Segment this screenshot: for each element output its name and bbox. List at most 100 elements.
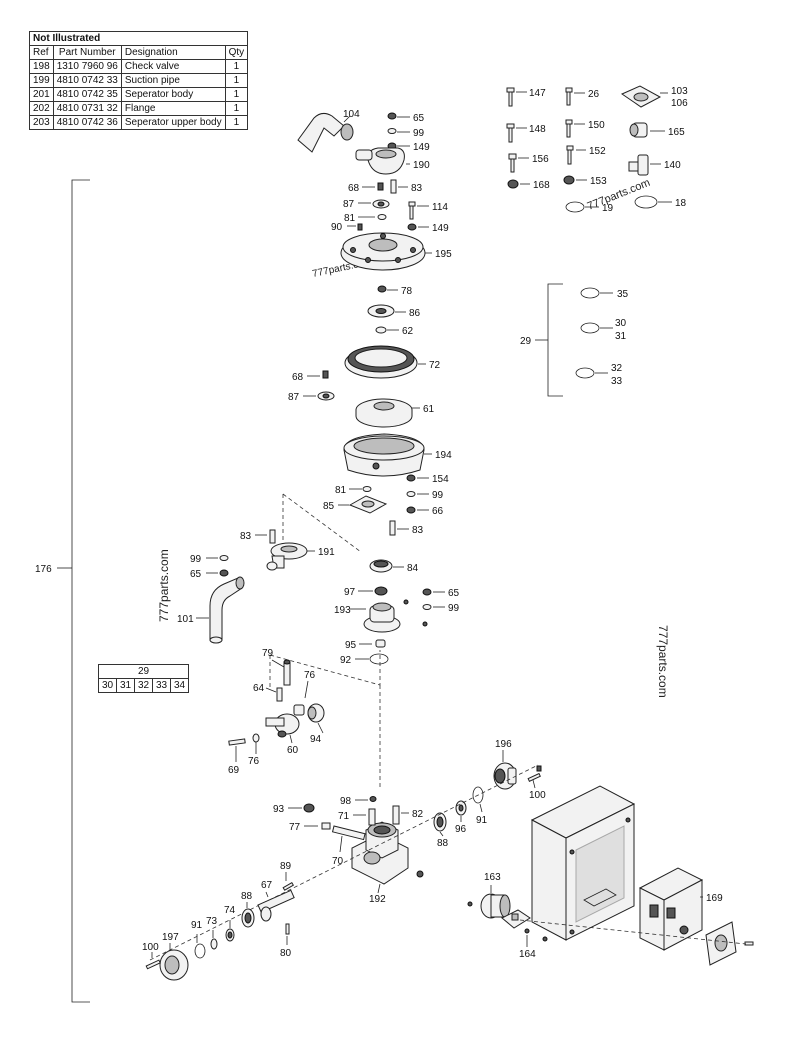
bolt-114 xyxy=(408,201,416,220)
nut-154 xyxy=(406,474,416,482)
cell-part-number: 4810 0742 35 xyxy=(52,87,122,102)
washer-99 xyxy=(387,128,397,134)
cell-part-number: 4810 0742 36 xyxy=(52,115,122,130)
cell-part-number: 1310 7960 96 xyxy=(52,59,122,74)
cell-ref: 202 xyxy=(29,101,54,116)
cell-ref: 198 xyxy=(29,59,54,74)
label-77: 77 xyxy=(289,822,301,833)
separator-housing-194 xyxy=(343,433,425,477)
valve-plate-86 xyxy=(367,304,395,318)
bolt-148 xyxy=(506,123,515,143)
label-91b: 91 xyxy=(191,920,203,931)
key-89 xyxy=(282,881,295,891)
label-83a: 83 xyxy=(411,183,423,194)
label-60: 60 xyxy=(287,745,299,756)
label-62: 62 xyxy=(402,326,414,337)
label-68a: 68 xyxy=(348,183,360,194)
label-90: 90 xyxy=(331,222,343,233)
label-92: 92 xyxy=(340,655,352,666)
nut-168 xyxy=(507,179,519,189)
label-74: 74 xyxy=(224,905,236,916)
label-88b: 88 xyxy=(241,891,253,902)
bushing-94 xyxy=(307,703,325,723)
label-99b: 99 xyxy=(432,490,444,501)
ref-29-cell: 30 xyxy=(98,678,117,693)
label-99c: 99 xyxy=(190,554,202,565)
valve-84 xyxy=(369,559,393,573)
label-95: 95 xyxy=(345,640,357,651)
o-ring-18 xyxy=(634,195,658,209)
cell-ref: 199 xyxy=(29,73,54,88)
cell-part-number: 4810 0731 32 xyxy=(52,101,122,116)
ref-29-header: 29 xyxy=(98,664,189,679)
label-104: 104 xyxy=(343,109,360,120)
suction-pipe-101 xyxy=(209,576,245,644)
diaphragm-87 xyxy=(372,199,390,209)
label-193: 193 xyxy=(334,605,351,616)
label-81a: 81 xyxy=(344,213,356,224)
label-67: 67 xyxy=(261,880,273,891)
label-114: 114 xyxy=(432,202,448,213)
end-cover-197 xyxy=(159,949,189,981)
col-designation: Designation xyxy=(120,45,226,60)
label-72: 72 xyxy=(429,360,441,371)
diaphragm-87b xyxy=(317,391,335,401)
valve-assembly-60 xyxy=(265,704,305,738)
cell-designation: Suction pipe xyxy=(120,73,226,88)
label-169: 169 xyxy=(706,893,723,904)
bolt-156 xyxy=(508,153,517,173)
label-99a: 99 xyxy=(413,128,425,139)
inlet-body-191 xyxy=(266,542,308,571)
col-part-number: Part Number xyxy=(52,45,122,60)
watermark: 777parts.com xyxy=(157,549,171,622)
flange-85 xyxy=(348,495,388,514)
label-69: 69 xyxy=(228,765,240,776)
ref-29-cell: 33 xyxy=(152,678,171,693)
label-80: 80 xyxy=(280,948,292,959)
o-ring-35 xyxy=(580,287,600,299)
cell-ref: 203 xyxy=(29,115,54,130)
nut-78 xyxy=(377,285,387,293)
label-18: 18 xyxy=(675,198,687,209)
label-73: 73 xyxy=(206,916,218,927)
label-190: 190 xyxy=(413,160,430,171)
seal-88 xyxy=(433,812,447,832)
col-ref: Ref xyxy=(29,45,54,60)
label-29: 29 xyxy=(520,336,532,347)
label-147: 147 xyxy=(529,88,546,99)
label-96: 96 xyxy=(455,824,467,835)
cell-qty: 1 xyxy=(224,115,249,130)
label-68b: 68 xyxy=(292,372,304,383)
label-154: 154 xyxy=(432,474,449,485)
label-97: 97 xyxy=(344,587,356,598)
label-196: 196 xyxy=(495,739,512,750)
screw-100b xyxy=(145,959,161,970)
label-83b: 83 xyxy=(412,525,424,536)
table-row: 199 4810 0742 33 Suction pipe 1 xyxy=(29,73,249,88)
cell-qty: 1 xyxy=(224,59,249,74)
o-ring-19 xyxy=(565,201,585,213)
label-195: 195 xyxy=(435,249,452,260)
ref-29-cell: 34 xyxy=(170,678,189,693)
label-35: 35 xyxy=(617,289,629,300)
table-row: 202 4810 0731 32 Flange 1 xyxy=(29,101,249,116)
table-header-row: Ref Part Number Designation Qty xyxy=(29,45,249,60)
end-cover-196 xyxy=(493,762,517,790)
label-85: 85 xyxy=(323,501,335,512)
nut-66 xyxy=(406,506,416,514)
screw-68 xyxy=(377,182,384,191)
bracket-29 xyxy=(547,283,563,397)
label-149b: 149 xyxy=(432,223,449,234)
fitting-140 xyxy=(628,154,649,176)
label-84: 84 xyxy=(407,563,419,574)
washer-73 xyxy=(210,938,218,950)
bolt-147 xyxy=(506,87,515,107)
not-illustrated-table: Not Illustrated Ref Part Number Designat… xyxy=(28,31,249,130)
washer-99b xyxy=(406,491,416,497)
label-31: 31 xyxy=(615,331,627,342)
label-89: 89 xyxy=(280,861,292,872)
table-row: 201 4810 0742 35 Seperator body 1 xyxy=(29,87,249,102)
screw-69 xyxy=(228,738,246,746)
elbow-hose-104 xyxy=(297,112,354,153)
